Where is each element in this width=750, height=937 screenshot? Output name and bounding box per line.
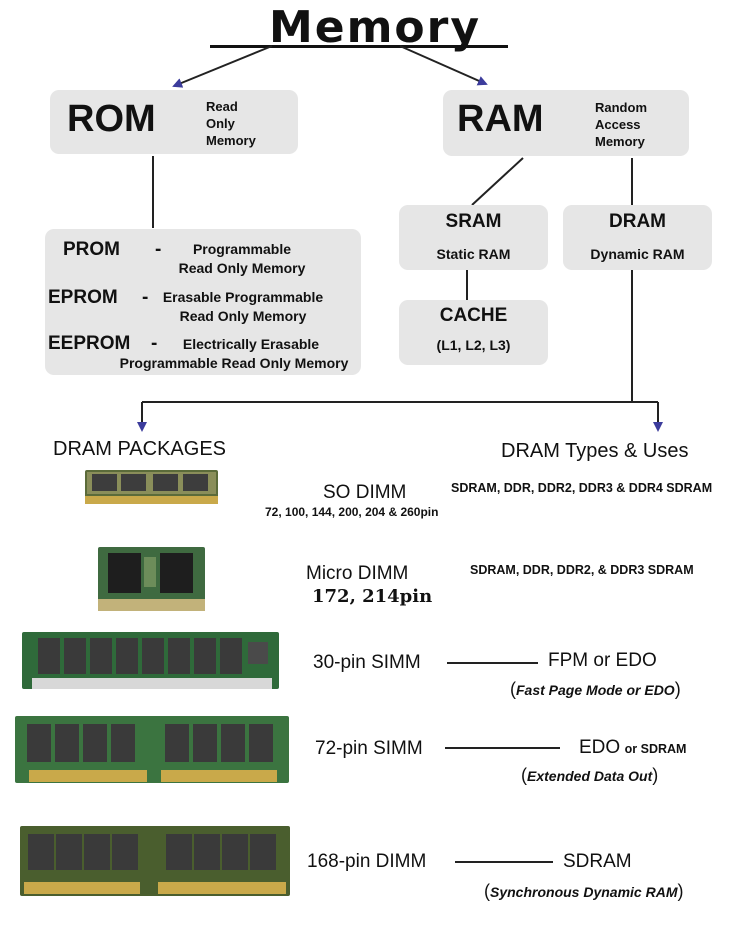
tech-expansion-text: Fast Page Mode or EDO bbox=[516, 682, 675, 698]
tech-168pin-dimm: SDRAM bbox=[563, 851, 632, 872]
rom-full-line: Memory bbox=[206, 133, 256, 148]
tech-expansion-168pin-dimm: (Synchronous Dynamic RAM) bbox=[484, 881, 684, 901]
sram-abbr: SRAM bbox=[445, 211, 502, 232]
title-underline bbox=[210, 45, 508, 48]
tech-30pin-simm: FPM or EDO bbox=[548, 650, 657, 671]
cache-box: CACHE (L1, L2, L3) bbox=[399, 300, 548, 365]
rom-full-line: Only bbox=[206, 116, 235, 131]
eprom-desc-line: Read Only Memory bbox=[179, 308, 307, 324]
prom-abbr: PROM bbox=[63, 239, 120, 260]
packages-header: DRAM PACKAGES bbox=[53, 438, 226, 460]
rom-full-line: Read bbox=[206, 99, 238, 114]
package-pins-micro-dimm: 172, 214pin bbox=[312, 586, 433, 607]
prom-desc-line: Programmable bbox=[192, 241, 292, 257]
cache-abbr: CACHE bbox=[439, 305, 508, 326]
cache-levels: (L1, L2, L3) bbox=[436, 337, 511, 353]
prom-desc-line: Read Only Memory bbox=[178, 260, 306, 276]
package-name-168pin-dimm: 168-pin DIMM bbox=[307, 851, 427, 872]
diagram-title: Memory bbox=[268, 2, 482, 53]
ram-full-line: Access bbox=[595, 117, 641, 132]
package-pins-so-dimm: 72, 100, 144, 200, 204 & 260pin bbox=[265, 505, 439, 519]
dram-abbr: DRAM bbox=[609, 211, 666, 232]
package-name-so-dimm: SO DIMM bbox=[323, 482, 407, 503]
ram-full-line: Memory bbox=[595, 134, 645, 149]
so-dimm-module-image bbox=[85, 470, 218, 504]
package-types-so-dimm: SDRAM, DDR, DDR2, DDR3 & DDR4 SDRAM bbox=[451, 481, 713, 495]
tech-72pin-simm: EDO or SDRAM bbox=[579, 737, 686, 759]
tech-expansion-text: Extended Data Out bbox=[527, 768, 653, 784]
prom-dash: - bbox=[155, 239, 162, 260]
sram-box: SRAM Static RAM bbox=[399, 205, 548, 270]
ram-abbr: RAM bbox=[457, 98, 544, 140]
tech-expansion-30pin-simm: (Fast Page Mode or EDO) bbox=[510, 679, 681, 699]
dram-box: DRAM Dynamic RAM bbox=[563, 205, 712, 270]
eeprom-desc-line: Electrically Erasable bbox=[182, 336, 320, 352]
dram-full: Dynamic RAM bbox=[590, 246, 685, 262]
rom-box: ROM Read Only Memory bbox=[50, 90, 298, 154]
prom-desc: Programmable Read Only Memory bbox=[169, 240, 315, 278]
eeprom-abbr: EEPROM bbox=[48, 333, 131, 354]
simm-30pin-module-image bbox=[22, 632, 279, 689]
tech-72pin-simm-suffix: or SDRAM bbox=[624, 742, 687, 756]
arrow-memory-to-rom bbox=[172, 45, 273, 88]
package-name-72pin-simm: 72-pin SIMM bbox=[315, 738, 423, 759]
eprom-abbr: EPROM bbox=[48, 287, 118, 308]
ram-full-line: Random bbox=[595, 100, 647, 115]
ram-full: Random Access Memory bbox=[595, 99, 647, 150]
rom-abbr: ROM bbox=[67, 98, 156, 140]
eeprom-desc: Electrically Erasable Programmable Read … bbox=[107, 335, 361, 373]
rom-types-box: PROM - Programmable Read Only Memory EPR… bbox=[45, 229, 361, 375]
eprom-dash: - bbox=[142, 287, 149, 308]
types-header: DRAM Types & Uses bbox=[501, 440, 689, 462]
tech-expansion-72pin-simm: (Extended Data Out) bbox=[521, 765, 659, 785]
rom-full: Read Only Memory bbox=[206, 98, 256, 149]
package-name-micro-dimm: Micro DIMM bbox=[306, 563, 409, 584]
micro-dimm-module-image bbox=[98, 547, 205, 611]
tech-expansion-text: Synchronous Dynamic RAM bbox=[490, 884, 678, 900]
dimm-168pin-module-image bbox=[20, 826, 290, 896]
arrow-memory-to-ram bbox=[399, 45, 488, 86]
eeprom-dash: - bbox=[151, 333, 158, 354]
ram-box: RAM Random Access Memory bbox=[443, 90, 689, 156]
line-ram-to-sram bbox=[471, 157, 524, 206]
eprom-desc: Erasable Programmable Read Only Memory bbox=[153, 288, 333, 326]
package-name-30pin-simm: 30-pin SIMM bbox=[313, 652, 421, 673]
eeprom-desc-line: Programmable Read Only Memory bbox=[119, 355, 349, 371]
package-types-micro-dimm: SDRAM, DDR, DDR2, & DDR3 SDRAM bbox=[470, 563, 694, 577]
simm-72pin-module-image bbox=[15, 716, 289, 783]
tech-72pin-simm-main: EDO bbox=[579, 737, 621, 758]
eprom-desc-line: Erasable Programmable bbox=[162, 289, 324, 305]
sram-full: Static RAM bbox=[436, 246, 511, 262]
